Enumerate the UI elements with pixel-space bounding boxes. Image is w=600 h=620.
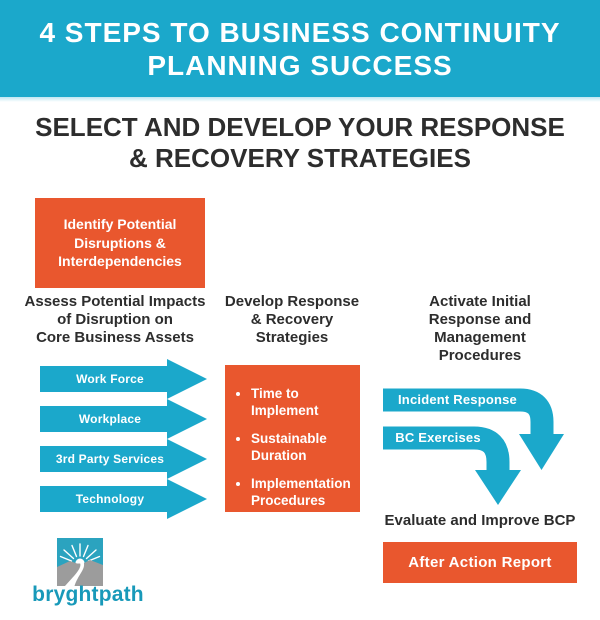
heading-activate-response: Activate Initial Response and Management… xyxy=(428,293,532,364)
bryghtpath-logo-icon xyxy=(57,538,103,586)
arrow-workplace: Workplace xyxy=(40,399,207,439)
bryghtpath-logo-text: bryghtpath xyxy=(32,583,144,606)
after-action-report-box: After Action Report xyxy=(383,542,577,583)
arrow-technology: Technology xyxy=(40,479,207,519)
arrow-label: 3rd Party Services xyxy=(55,452,165,466)
list-item: Sustainable Duration xyxy=(251,430,354,464)
right-arrow-icon xyxy=(40,479,207,519)
after-action-report-label: After Action Report xyxy=(408,554,552,571)
curved-down-arrows-icon xyxy=(383,388,564,505)
identify-disruptions-box: Identify Potential Disruptions & Interde… xyxy=(35,198,205,288)
arrow-label: Technology xyxy=(75,492,145,506)
header-banner: 4 STEPS TO BUSINESS CONTINUITY PLANNING … xyxy=(0,0,600,97)
right-arrow-icon xyxy=(40,359,207,399)
list-item: Implementation Procedures xyxy=(251,475,354,509)
heading-assess-impacts: Assess Potential Impacts of Disruption o… xyxy=(24,293,206,346)
right-arrow-icon xyxy=(40,439,207,479)
arrow-3rd-party-services: 3rd Party Services xyxy=(40,439,207,479)
arrow-label: Work Force xyxy=(76,372,144,386)
section-subtitle: SELECT AND DEVELOP YOUR RESPONSE & RECOV… xyxy=(35,112,565,173)
heading-develop-strategies: Develop Response & Recovery Strategies xyxy=(224,293,360,346)
identify-disruptions-label: Identify Potential Disruptions & Interde… xyxy=(58,216,182,270)
strategies-list: Time to Implement Sustainable Duration I… xyxy=(225,365,360,509)
arrow-work-force: Work Force xyxy=(40,359,207,399)
evaluate-improve-heading: Evaluate and Improve BCP xyxy=(384,512,576,529)
page-title: 4 STEPS TO BUSINESS CONTINUITY PLANNING … xyxy=(39,16,561,81)
right-arrow-icon xyxy=(40,399,207,439)
response-strategies-box: Time to Implement Sustainable Duration I… xyxy=(225,365,360,512)
arrow-incident-response-label: Incident Response xyxy=(398,392,517,407)
arrow-label: Workplace xyxy=(78,412,142,426)
list-item: Time to Implement xyxy=(251,385,354,419)
arrow-bc-exercises-label: BC Exercises xyxy=(395,430,481,445)
banner-fade-divider xyxy=(0,97,600,102)
